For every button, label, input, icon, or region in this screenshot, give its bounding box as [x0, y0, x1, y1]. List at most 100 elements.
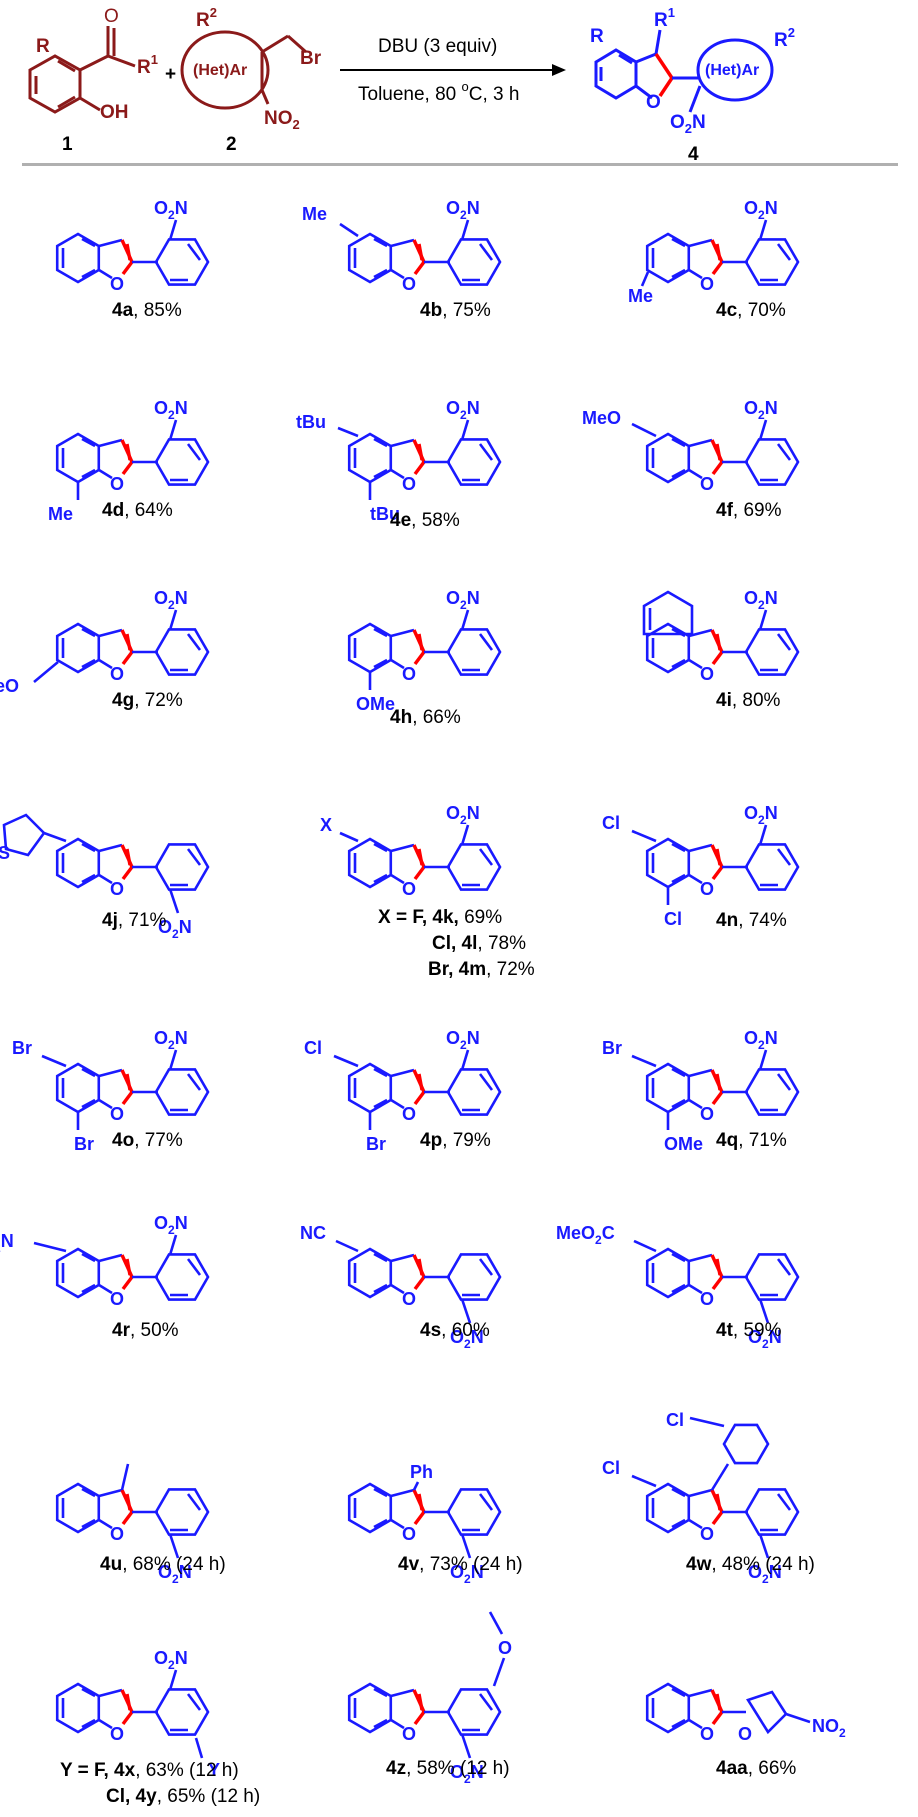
furan-oxygen-label: O [700, 274, 714, 294]
phenyl-label: Ph [410, 1462, 433, 1482]
furan-oxygen-label: O [700, 1524, 714, 1544]
caption-4k-4m: X = F, 4k, 69% Cl, 4l, 78% Br, 4m, 72% [378, 907, 535, 980]
structure-4h: O O2N OMe [347, 588, 502, 714]
methoxy-label: OMe [356, 694, 395, 714]
furan-oxygen-label: O [110, 1724, 124, 1744]
caption-4z: 4z, 58% (12 h) [386, 1758, 510, 1779]
atom-R: R [36, 36, 50, 57]
reaction-arrow [340, 64, 566, 76]
chloro-label-aryl: Cl [666, 1410, 684, 1430]
nitro-group-label: O2N [446, 588, 480, 612]
furan-oxygen-label: O [700, 879, 714, 899]
methoxy-oxygen-label: O [498, 1638, 512, 1658]
bromo-label-top: Br [12, 1038, 32, 1058]
caption-4t: 4t, 59% [716, 1320, 782, 1341]
structure-4c: O O2N Me [628, 198, 800, 306]
furan-oxygen-label: O [700, 664, 714, 684]
methyl-label: Me [48, 504, 73, 524]
methoxy-label: MeO [582, 408, 621, 428]
furan-oxygen-label: O [110, 1289, 124, 1309]
furan-oxygen-label: O [402, 474, 416, 494]
methyl-label: Me [628, 286, 653, 306]
reactant-1-label: 1 [62, 134, 73, 155]
atom-O-product: O [646, 92, 661, 113]
caption-4j: 4j, 71% [102, 910, 167, 931]
nitro-group-label: NO2 [812, 1716, 846, 1740]
chloro-label: Cl [602, 1458, 620, 1478]
product-structure [594, 29, 662, 100]
caption-4i: 4i, 80% [716, 690, 781, 711]
nitro-group-label: O2N [744, 198, 778, 222]
product-grid: OO2NOO2NMeOO2NMeOO2NMeOO2NtButBuOO2NMeOO… [0, 198, 846, 1786]
divider-rule [22, 163, 898, 166]
y-substituent-label: Y [208, 1760, 220, 1780]
nitro-group-label: O2N [154, 588, 188, 612]
caption-4f: 4f, 69% [716, 500, 782, 521]
atom-O-carbonyl: O [104, 6, 119, 27]
caption-4x-4y: Y = F, 4x, 63% (12 h) Cl, 4y, 65% (12 h) [60, 1760, 261, 1807]
atom-R2-reactant: R2 [196, 5, 217, 31]
atom-R-product: R [590, 26, 604, 47]
caption-4o: 4o, 77% [112, 1130, 183, 1151]
furan-oxygen-label: O [402, 879, 416, 899]
nitro-group-label: O2N [744, 1028, 778, 1052]
plus-sign: + [165, 64, 176, 85]
furan-oxygen-label: O [700, 474, 714, 494]
nitro-group-label: O2N [446, 198, 480, 222]
cyano-label: NC [300, 1223, 326, 1243]
nitro-group-label: O2N [744, 803, 778, 827]
reactant-1-structure [28, 26, 136, 114]
furan-oxygen-label: O [700, 1289, 714, 1309]
caption-4p: 4p, 79% [420, 1130, 491, 1151]
bromo-label: Br [602, 1038, 622, 1058]
furan-oxygen-label: O [402, 1724, 416, 1744]
furan-oxygen-label: O [402, 664, 416, 684]
nitro-group-label: O2N [446, 1028, 480, 1052]
chloro-label: Cl [304, 1038, 322, 1058]
atom-NO2-reactant: NO2 [264, 108, 300, 132]
caption-4aa: 4aa, 66% [716, 1758, 797, 1779]
product-hetar-part [672, 38, 774, 113]
furan-oxygen-label: O [110, 1104, 124, 1124]
nitro-group-label: O2N [744, 398, 778, 422]
hetar-label-product: (Het)Ar [705, 62, 759, 79]
nitro-group-label: O2N [446, 398, 480, 422]
caption-4a: 4a, 85% [112, 300, 182, 321]
caption-4e: 4e, 58% [390, 510, 460, 531]
caption-4d: 4d, 64% [102, 500, 173, 521]
reactant-2-structure [180, 30, 307, 110]
reaction-scheme: O R R1 OH 1 + R2 (Het)Ar Br NO2 2 DBU (3… [22, 5, 898, 166]
atom-Br-reactant: Br [300, 48, 322, 69]
atom-R2-product: R2 [774, 25, 795, 51]
structure-4r: OO2NO2N [0, 1213, 210, 1309]
tbutyl-label-top: tBu [296, 412, 326, 432]
caption-4h: 4h, 66% [390, 707, 461, 728]
furan-oxygen-label: O [110, 664, 124, 684]
nitro-group-label: O2N [748, 1327, 782, 1351]
caption-4b: 4b, 75% [420, 300, 491, 321]
nitro-group-label: O2N [158, 917, 192, 941]
caption-4g: 4g, 72% [112, 690, 183, 711]
reactant-2-label: 2 [226, 134, 237, 155]
furan-oxygen-label: O [402, 1104, 416, 1124]
furan-oxygen-label: O [110, 879, 124, 899]
nitro-group-label: O2N [748, 1562, 782, 1586]
structure-4f: O O2N MeO [582, 398, 800, 494]
caption-4q: 4q, 71% [716, 1130, 787, 1151]
bromo-label-bottom: Br [74, 1134, 94, 1154]
furan-oxygen-label: O [700, 1104, 714, 1124]
nitro-substituent-label: O2N [0, 1231, 14, 1255]
